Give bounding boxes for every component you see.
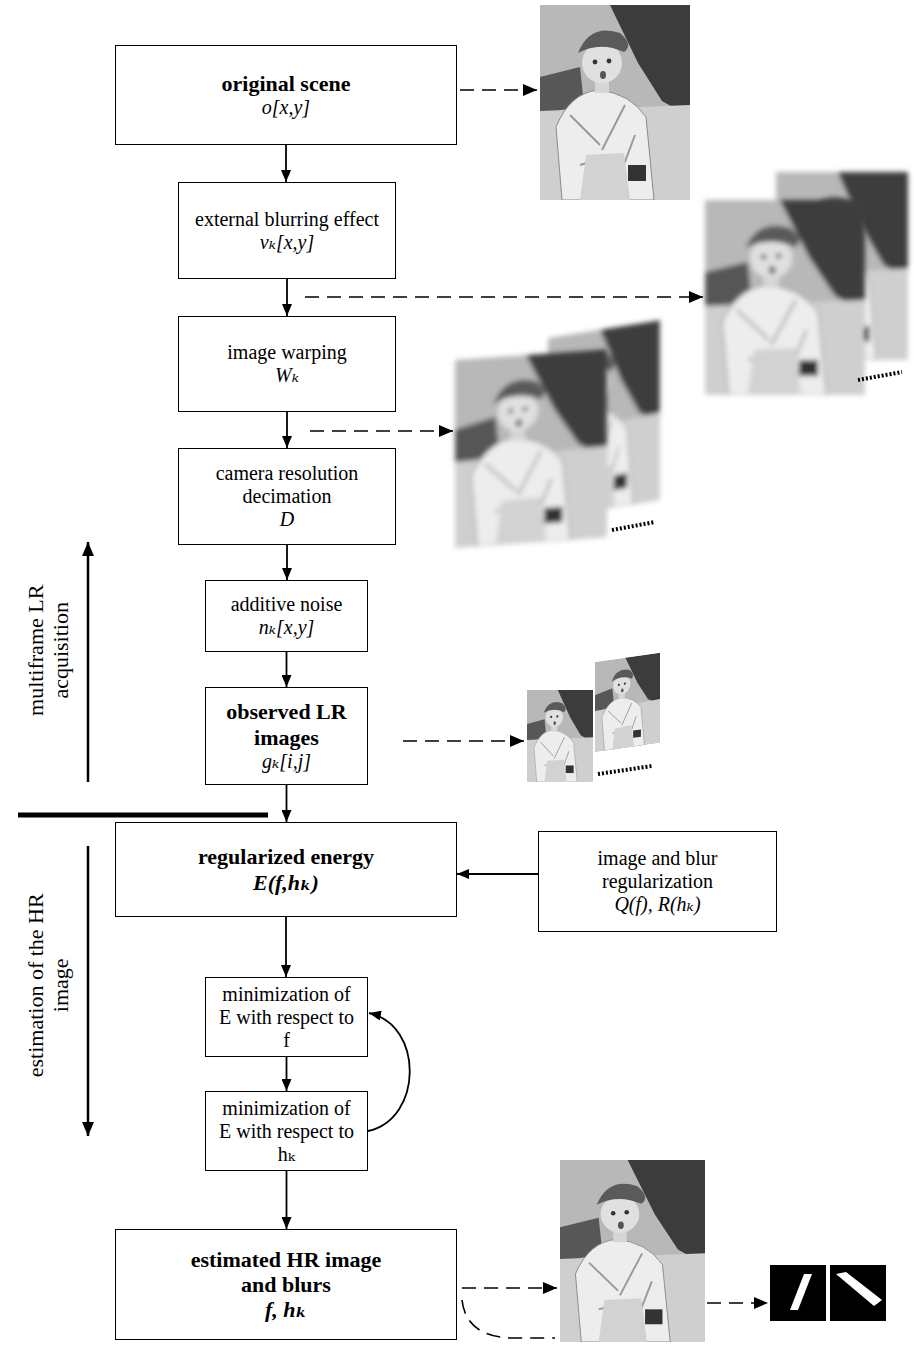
process-box: original sceneo[x,y] <box>115 45 457 145</box>
box-title: camera resolution decimation <box>189 462 385 508</box>
stage-arrow <box>87 542 90 782</box>
scene-photo <box>540 5 690 200</box>
lr-photo <box>527 690 593 782</box>
process-box: external blurring effectvₖ[x,y] <box>178 182 396 279</box>
box-title: minimization of E with respect to f <box>214 983 359 1052</box>
blur-kernel <box>770 1265 826 1321</box>
box-formula: D <box>280 508 294 531</box>
box-formula: Q(f), R(hₖ) <box>614 893 700 916</box>
hatch-mark <box>858 372 902 380</box>
lr-photo <box>595 653 660 752</box>
box-formula: gₖ[i,j] <box>262 750 311 773</box>
box-title: estimated HR image and blurs <box>178 1247 394 1298</box>
process-box: additive noisenₖ[x,y] <box>205 580 368 652</box>
flow-arrow <box>286 652 288 687</box>
box-title: image warping <box>227 341 346 364</box>
hatch-mark <box>612 522 655 530</box>
separator-bar <box>18 813 268 818</box>
blur-kernel <box>790 1274 812 1310</box>
stage-label: multiframe LR acquisition <box>23 535 74 765</box>
blur-kernel <box>836 1272 882 1306</box>
box-formula: E(f,hₖ) <box>253 870 319 895</box>
flow-arrow <box>286 785 288 822</box>
flow-arrow <box>285 145 287 182</box>
box-formula: Wₖ <box>275 364 299 387</box>
process-box: minimization of E with respect to f <box>205 977 368 1057</box>
flow-arrow <box>286 412 288 448</box>
flow-arrow <box>457 873 538 875</box>
flow-arrow <box>286 1171 288 1229</box>
process-box: estimated HR image and blursf, hₖ <box>115 1229 457 1340</box>
box-formula: vₖ[x,y] <box>260 231 315 254</box>
process-box: image and blur regularizationQ(f), R(hₖ) <box>538 831 777 932</box>
box-title: additive noise <box>231 593 343 616</box>
box-formula: f, hₖ <box>265 1297 307 1322</box>
box-title: original scene <box>222 71 351 96</box>
warped-photo <box>455 349 607 548</box>
result-photo <box>560 1160 705 1342</box>
process-box: camera resolution decimationD <box>178 448 396 545</box>
process-box: observed LR imagesgₖ[i,j] <box>205 687 368 785</box>
flow-arrow <box>285 917 287 977</box>
stage-label: estimation of the HR image <box>23 870 74 1100</box>
box-title: external blurring effect <box>195 208 379 231</box>
box-title: observed LR images <box>214 699 359 750</box>
blurred-photo <box>705 200 865 395</box>
process-box: image warpingWₖ <box>178 316 396 412</box>
box-formula: o[x,y] <box>262 96 310 119</box>
box-title: regularized energy <box>198 844 374 869</box>
box-title: minimization of E with respect to hₖ <box>214 1097 359 1166</box>
hatch-mark <box>598 766 652 774</box>
blur-kernel <box>830 1265 886 1321</box>
process-box: regularized energyE(f,hₖ) <box>115 822 457 917</box>
stage-arrow <box>87 846 90 1136</box>
flow-arrow <box>286 545 288 580</box>
box-formula: nₖ[x,y] <box>259 616 315 639</box>
flow-arrow <box>286 1057 288 1091</box>
flow-arrow <box>368 1013 410 1131</box>
process-box: minimization of E with respect to hₖ <box>205 1091 368 1171</box>
box-title: image and blur regularization <box>549 847 766 893</box>
flow-arrow <box>286 279 288 316</box>
